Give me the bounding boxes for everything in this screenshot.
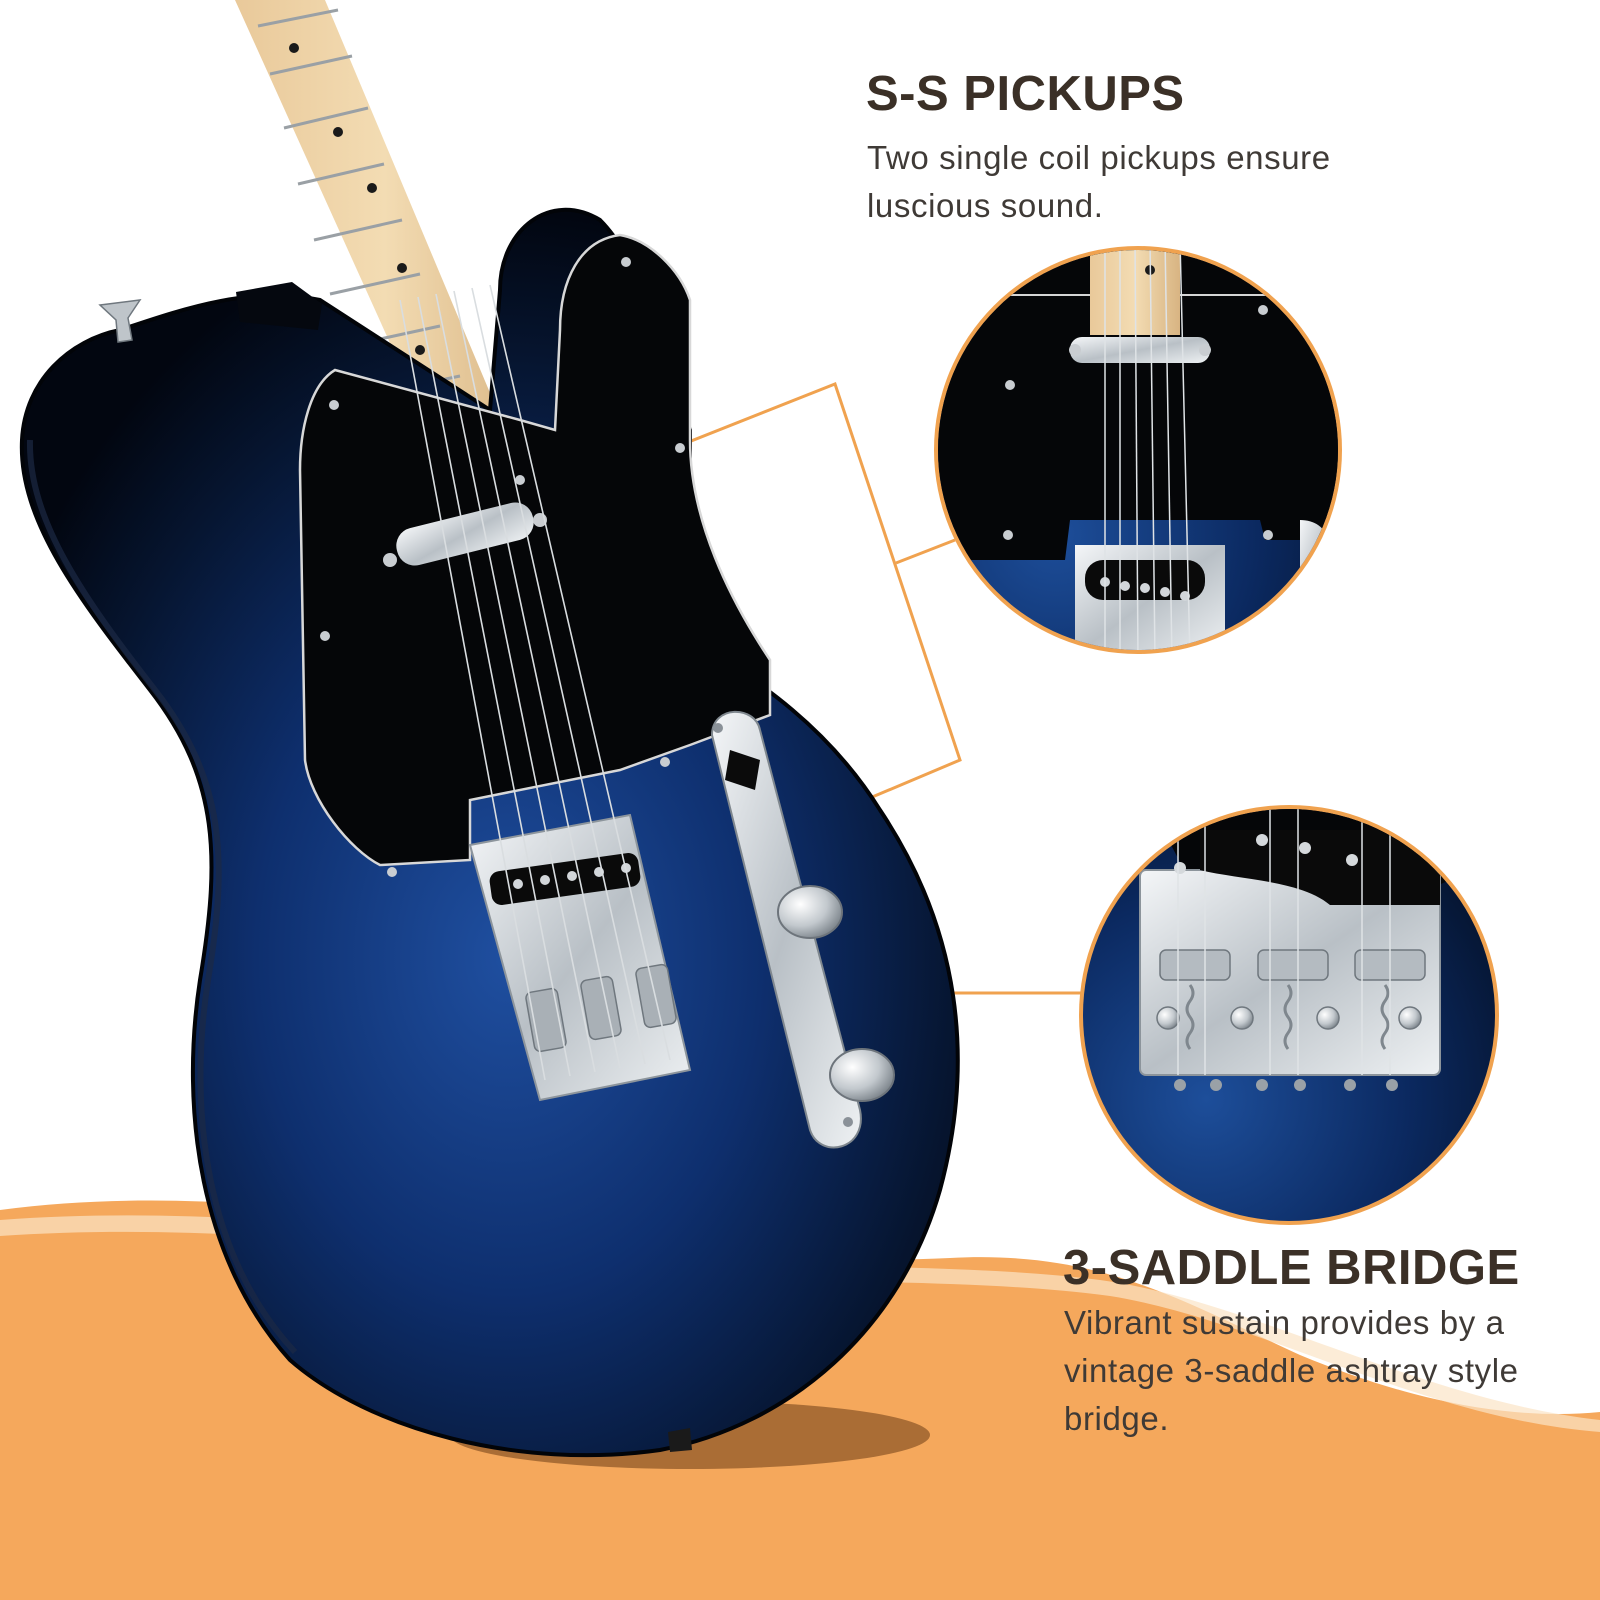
bridge-zoom-detail [1079, 805, 1499, 1225]
pickup-zoom-detail [934, 246, 1342, 654]
guitar-body [19, 207, 960, 1458]
bridge-feature-title: 3-SADDLE BRIDGE [1063, 1241, 1520, 1295]
tone-knob [829, 1048, 895, 1102]
volume-knob [777, 885, 843, 939]
bridge-feature-description: Vibrant sustain provides by a vintage 3-… [1064, 1304, 1519, 1437]
pickups-feature-description: Two single coil pickups ensure luscious … [867, 139, 1331, 224]
pickups-feature-title: S-S PICKUPS [866, 67, 1185, 121]
